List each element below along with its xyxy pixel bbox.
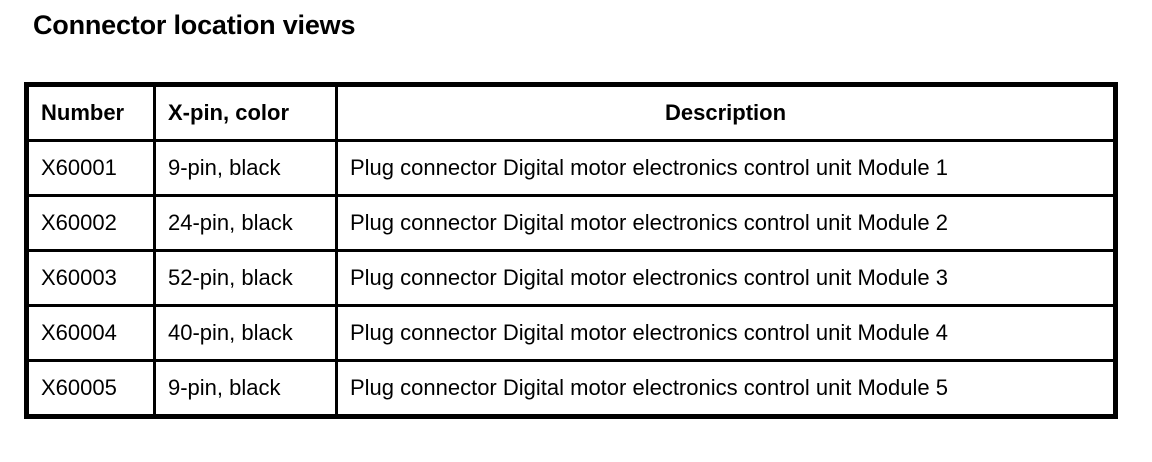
column-header-number: Number — [25, 83, 156, 142]
column-header-description: Description — [335, 83, 1117, 142]
cell-xpin-color: 40-pin, black — [153, 304, 338, 362]
cell-description: Plug connector Digital motor electronics… — [335, 139, 1117, 197]
table-header-row: Number X-pin, color Description — [25, 83, 1117, 142]
cell-xpin-color: 9-pin, black — [153, 139, 338, 197]
cell-description: Plug connector Digital motor electronics… — [335, 359, 1117, 418]
cell-number: X60003 — [25, 249, 156, 307]
column-header-xpin-color: X-pin, color — [153, 83, 338, 142]
table-row: X60002 24-pin, black Plug connector Digi… — [25, 194, 1117, 252]
cell-number: X60001 — [25, 139, 156, 197]
cell-description: Plug connector Digital motor electronics… — [335, 194, 1117, 252]
table-body: X60001 9-pin, black Plug connector Digit… — [25, 139, 1117, 418]
cell-xpin-color: 52-pin, black — [153, 249, 338, 307]
table-row: X60001 9-pin, black Plug connector Digit… — [25, 139, 1117, 197]
table-row: X60003 52-pin, black Plug connector Digi… — [25, 249, 1117, 307]
table-row: X60004 40-pin, black Plug connector Digi… — [25, 304, 1117, 362]
cell-number: X60002 — [25, 194, 156, 252]
table-row: X60005 9-pin, black Plug connector Digit… — [25, 359, 1117, 418]
cell-xpin-color: 9-pin, black — [153, 359, 338, 418]
cell-xpin-color: 24-pin, black — [153, 194, 338, 252]
connector-table-container: Number X-pin, color Description X60001 9… — [24, 82, 1118, 419]
cell-description: Plug connector Digital motor electronics… — [335, 304, 1117, 362]
connector-location-table: Number X-pin, color Description X60001 9… — [24, 82, 1118, 419]
cell-number: X60005 — [25, 359, 156, 418]
cell-description: Plug connector Digital motor electronics… — [335, 249, 1117, 307]
table-header: Number X-pin, color Description — [25, 83, 1117, 142]
page-title: Connector location views — [33, 10, 356, 40]
cell-number: X60004 — [25, 304, 156, 362]
